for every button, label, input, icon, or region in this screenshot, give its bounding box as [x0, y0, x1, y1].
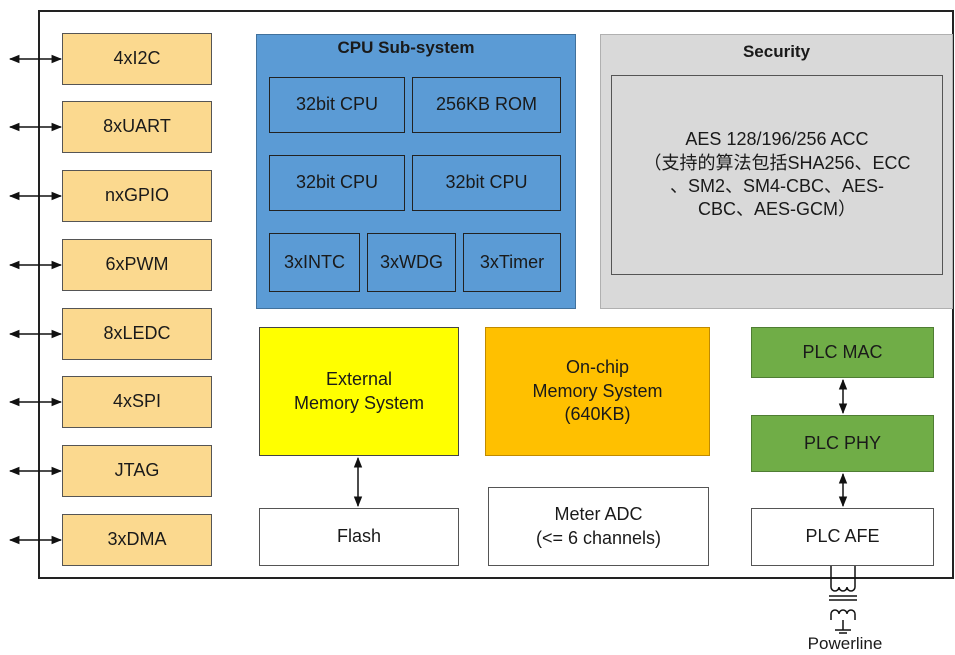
soc-boundary [38, 10, 954, 579]
peripheral-gpio: nxGPIO [62, 170, 212, 222]
intc-block: 3xINTC [269, 233, 360, 292]
external-memory-line-1: External [325, 369, 393, 390]
plc-phy-block: PLC PHY [751, 415, 934, 472]
plc-mac-block: PLC MAC [751, 327, 934, 378]
rom-block: 256KB ROM [412, 77, 561, 133]
onchip-memory-line-1: On-chip [565, 357, 630, 378]
cpu-core-3: 32bit CPU [412, 155, 561, 211]
external-memory-system: External Memory System [259, 327, 459, 456]
flash-block: Flash [259, 508, 459, 566]
timer-block: 3xTimer [463, 233, 561, 292]
powerline-label: Powerline [807, 634, 883, 653]
onchip-memory-system: On-chip Memory System (640KB) [485, 327, 710, 456]
wdg-block: 3xWDG [367, 233, 456, 292]
peripheral-spi: 4xSPI [62, 376, 212, 428]
meter-adc-line-2: (<= 6 channels) [535, 527, 662, 548]
cpu-subsystem-title: CPU Sub-system [337, 38, 475, 57]
peripheral-pwm: 6xPWM [62, 239, 212, 291]
onchip-memory-line-3: (640KB) [564, 404, 631, 425]
peripheral-i2c: 4xI2C [62, 33, 212, 85]
peripheral-dma: 3xDMA [62, 514, 212, 566]
onchip-memory-line-2: Memory System [532, 380, 663, 401]
cpu-core-1: 32bit CPU [269, 77, 405, 133]
security-title: Security [742, 42, 811, 61]
aes-line-2: （支持的算法包括SHA256、ECC [643, 152, 911, 173]
peripheral-uart: 8xUART [62, 101, 212, 153]
peripheral-jtag: JTAG [62, 445, 212, 497]
aes-accelerator: AES 128/196/256 ACC （支持的算法包括SHA256、ECC 、… [611, 75, 943, 275]
aes-line-4: CBC、AES-GCM） [697, 199, 856, 220]
ground-icon [835, 620, 851, 634]
aes-line-3: 、SM2、SM4-CBC、AES- [669, 176, 884, 196]
peripheral-ledc: 8xLEDC [62, 308, 212, 360]
meter-adc-block: Meter ADC (<= 6 channels) [488, 487, 709, 566]
meter-adc-line-1: Meter ADC [554, 504, 643, 525]
plc-afe-block: PLC AFE [751, 508, 934, 566]
transformer-icon [829, 566, 857, 620]
external-memory-line-2: Memory System [293, 392, 425, 413]
aes-line-1: AES 128/196/256 ACC [685, 129, 869, 150]
cpu-core-2: 32bit CPU [269, 155, 405, 211]
